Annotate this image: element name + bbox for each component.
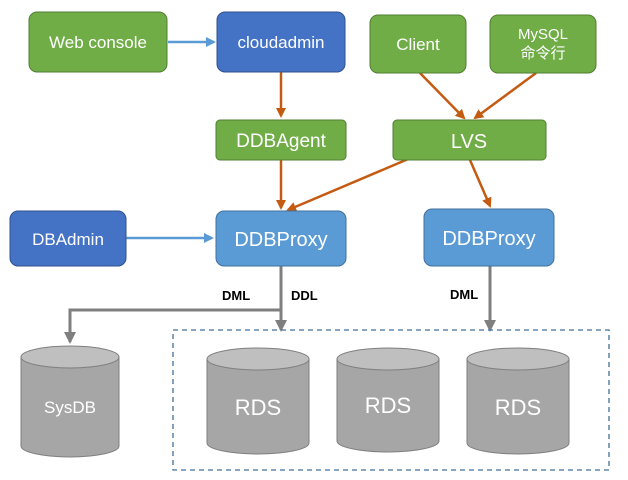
db-rds-3: RDS bbox=[466, 347, 570, 455]
rds-group-box bbox=[172, 329, 610, 471]
node-dbadmin: DBAdmin bbox=[9, 210, 127, 267]
node-mysql-cli-line2: 命令行 bbox=[520, 44, 565, 62]
node-lvs: LVS bbox=[392, 119, 547, 161]
node-cloudadmin: cloudadmin bbox=[216, 11, 346, 73]
edge-label-ddl: DDL bbox=[291, 288, 318, 303]
node-ddbproxy-right-label: DDBProxy bbox=[442, 228, 535, 250]
db-rds-1-label: RDS bbox=[235, 395, 281, 420]
db-rds-1: RDS bbox=[206, 347, 310, 455]
db-rds-2-label: RDS bbox=[365, 393, 411, 418]
node-ddbproxy-left-label: DDBProxy bbox=[234, 229, 327, 251]
node-ddbproxy-right: DDBProxy bbox=[423, 208, 555, 267]
node-web-console: Web console bbox=[28, 11, 168, 73]
node-ddbagent: DDBAgent bbox=[215, 119, 347, 161]
node-client-label: Client bbox=[396, 35, 440, 54]
db-rds-3-label: RDS bbox=[495, 395, 541, 420]
node-web-console-label: Web console bbox=[49, 33, 147, 52]
node-client: Client bbox=[369, 14, 467, 74]
node-cloudadmin-label: cloudadmin bbox=[238, 33, 325, 52]
db-sysdb: SysDB bbox=[20, 345, 120, 458]
db-rds-2: RDS bbox=[336, 347, 440, 453]
node-lvs-label: LVS bbox=[451, 131, 487, 153]
node-mysql-cli: MySQL 命令行 bbox=[489, 14, 597, 74]
node-dbadmin-label: DBAdmin bbox=[32, 230, 104, 249]
arrow-mysqlcli-to-lvs bbox=[473, 71, 537, 120]
arrow-lvs-to-ddbproxy-right bbox=[468, 159, 492, 208]
db-sysdb-label: SysDB bbox=[44, 398, 96, 417]
edge-label-dml-right: DML bbox=[450, 287, 478, 302]
arrow-lvs-to-ddbproxy-left bbox=[286, 152, 421, 212]
arrow-client-to-lvs bbox=[419, 72, 466, 120]
edge-label-dml-left: DML bbox=[222, 288, 250, 303]
node-mysql-cli-line1: MySQL bbox=[518, 26, 568, 43]
node-ddbagent-label: DDBAgent bbox=[236, 131, 326, 152]
node-ddbproxy-left: DDBProxy bbox=[215, 210, 347, 267]
